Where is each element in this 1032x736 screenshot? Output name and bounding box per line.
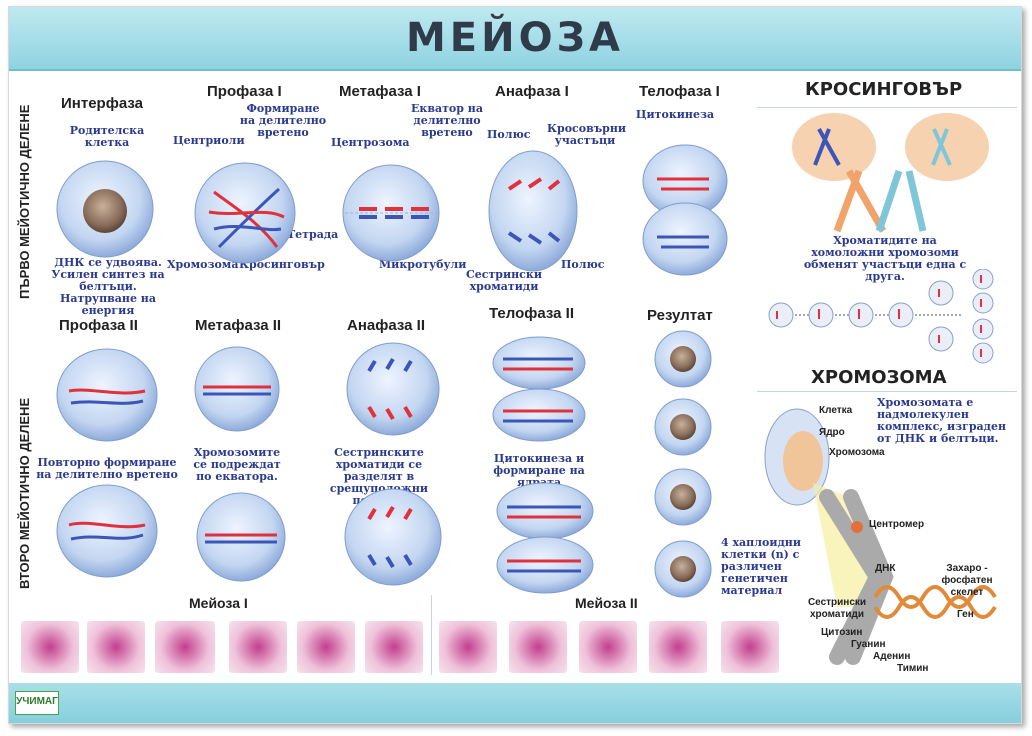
sister-chromatids-part-label: Сестрински хроматиди — [807, 597, 867, 620]
cell-label: Клетка — [819, 405, 853, 416]
centromere-label: Центромер — [869, 519, 925, 530]
crossover-text: Хроматидите на хомоложни хромозоми обмен… — [803, 234, 967, 283]
meiosis-cells — [56, 144, 728, 598]
anaphase2-cell-b — [344, 488, 442, 586]
micrograph-2 — [87, 621, 145, 673]
metaphase2-cell-a — [194, 346, 280, 432]
pole-label: Полюс — [487, 128, 531, 141]
crossed-parts-label: Кросовърни участъци — [547, 122, 627, 147]
microtubules-label: Микротубули — [379, 258, 467, 271]
anaphase2-cell-a — [346, 342, 440, 436]
equator-label: Екватор на делително вретено — [411, 102, 483, 139]
gene-label: Ген — [957, 609, 974, 620]
micrograph-8 — [509, 621, 567, 673]
anaphase1-cell — [488, 150, 578, 272]
anaphase2-title: Анафаза II — [347, 317, 425, 334]
adenine-label: Аденин — [873, 651, 911, 662]
chromosome-text: Хромозомата е надмолекулен комплекс, изг… — [877, 396, 1007, 445]
centrioles-label: Центриоли — [173, 134, 245, 147]
centrosome-label: Центрозома — [331, 136, 410, 149]
footer-bar: УЧИМАГ — [9, 683, 1021, 723]
strip-divider — [431, 595, 432, 675]
spindle-form-label: Формиране на делително вретено — [239, 102, 327, 139]
chromosome-divider — [757, 391, 1017, 392]
chromosome-label: Хромозома — [167, 258, 239, 271]
page-title: МЕЙОЗА — [406, 15, 624, 61]
telophase1-title: Телофаза I — [639, 83, 720, 100]
metaphase2-title: Метафаза II — [195, 317, 282, 334]
prophase2-cell-b — [56, 484, 158, 578]
pole2-label: Полюс — [561, 258, 605, 271]
prophase2-cell-a — [56, 348, 158, 442]
micrograph-3 — [155, 621, 215, 673]
anaphase1-title: Анафаза I — [495, 83, 569, 100]
meiosis1-strip-title: Мейоза I — [189, 595, 248, 611]
tetrad-label: Тетрада — [287, 228, 339, 241]
prophase2-text: Повторно формиране на делително вретено — [36, 456, 178, 481]
cytokinesis-label: Цитокинеза — [635, 108, 715, 121]
metaphase2-text: Хромозомите се подреждат по екватора. — [193, 446, 281, 483]
micrograph-10 — [649, 621, 707, 673]
chromosome-title: ХРОМОЗОМА — [811, 367, 947, 388]
micrograph-7 — [439, 621, 497, 673]
micrograph-11 — [721, 621, 779, 673]
result-cells — [654, 330, 712, 598]
chromosome-illustration — [764, 408, 997, 665]
interphase-cell — [56, 160, 154, 258]
thymine-label: Тимин — [897, 663, 929, 674]
dna-label: ДНК — [875, 563, 896, 574]
chromosome-part-label: Хромозома — [829, 447, 885, 458]
micrograph-4 — [229, 621, 287, 673]
publisher-logo: УЧИМАГ — [15, 691, 59, 715]
crossover-label: Кросинговър — [239, 258, 325, 271]
right-column-divider — [757, 107, 1017, 108]
telophase2-cell-a — [492, 336, 586, 442]
micrograph-9 — [579, 621, 637, 673]
prophase1-cell — [194, 162, 296, 264]
metaphase1-title: Метафаза I — [339, 83, 421, 100]
meiosis2-strip-title: Мейоза II — [575, 595, 638, 611]
interphase-title: Интерфаза — [61, 95, 143, 112]
metaphase2-cell-b — [196, 492, 286, 582]
telophase2-cell-b — [496, 482, 594, 594]
crossover-title: КРОСИНГОВЪР — [805, 79, 963, 100]
sugar-phosphate-label: Захаро - фосфатен скелет — [941, 563, 993, 598]
micrograph-6 — [365, 621, 423, 673]
micrograph-1 — [21, 621, 79, 673]
result-title: Резултат — [647, 307, 713, 324]
poster: МЕЙОЗА ПЪРВО МЕЙОТИЧНО ДЕЛЕНЕ ВТОРО МЕЙО… — [8, 6, 1022, 724]
crossover-division-sequence — [768, 269, 994, 364]
telophase1-cell — [642, 144, 728, 276]
parent-cell-label: Родителска клетка — [69, 124, 145, 149]
sister-chromatids-label: Сестрински хроматиди — [466, 268, 542, 293]
result-text: 4 хаплоидни клетки (n) с различен генети… — [721, 536, 802, 597]
prophase1-title: Профаза I — [207, 83, 282, 100]
micrograph-5 — [297, 621, 355, 673]
metaphase1-cell — [342, 164, 440, 262]
prophase2-title: Профаза II — [59, 317, 138, 334]
telophase2-title: Телофаза II — [489, 305, 575, 322]
header-bar: МЕЙОЗА — [9, 7, 1021, 71]
nucleus-label: Ядро — [819, 427, 845, 438]
cytosine-label: Цитозин — [821, 627, 863, 638]
crossover-illustration — [792, 113, 989, 233]
dna-note: ДНК се удвоява. Усилен синтез на белтъци… — [51, 256, 165, 317]
guanine-label: Гуанин — [851, 639, 886, 650]
